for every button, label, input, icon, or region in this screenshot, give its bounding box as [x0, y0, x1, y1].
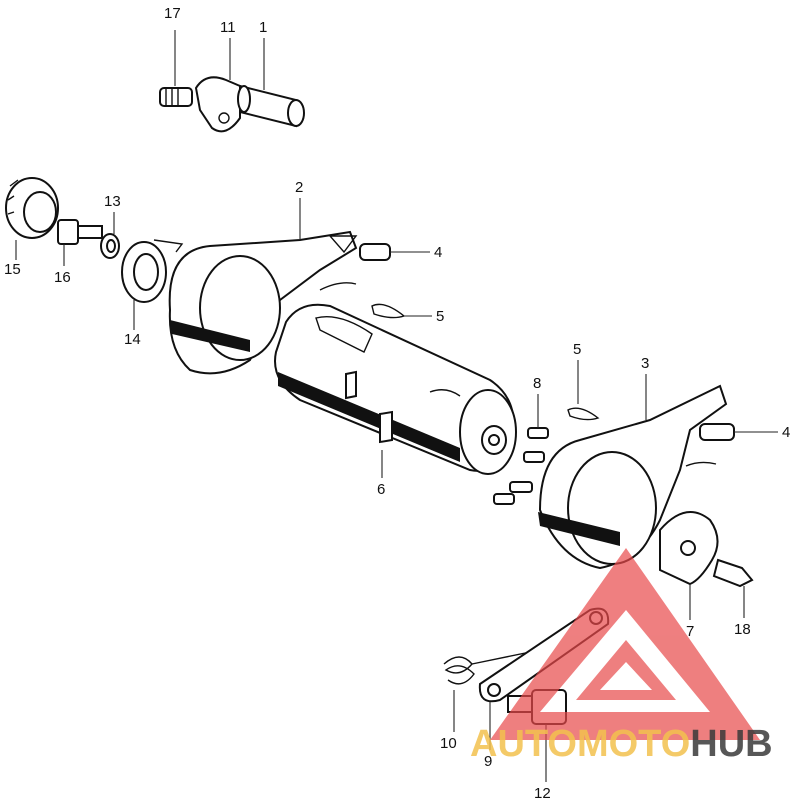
part-15-cap: [5, 177, 59, 239]
callout-15: 15: [4, 261, 21, 278]
part-5-clip-upper: [371, 303, 406, 319]
callout-11: 11: [220, 19, 236, 36]
callout-18: 18: [734, 621, 751, 638]
callout-1: 1: [259, 19, 267, 36]
callout-17: 17: [164, 5, 181, 22]
part-6-shift-drum: [274, 303, 517, 475]
part-5-clip-lower: [567, 407, 600, 421]
part-16-bolt: [57, 219, 103, 245]
watermark-text: AUTOMOTOHUB: [470, 723, 773, 765]
part-3-shift-fork: [538, 384, 728, 570]
callout-12: 12: [534, 785, 551, 802]
callout-14: 14: [124, 331, 141, 348]
callout-4-lower: 4: [782, 424, 790, 441]
part-4-pin-upper: [359, 243, 391, 261]
callout-6: 6: [377, 481, 385, 498]
callout-4-upper: 4: [434, 244, 442, 261]
part-13-washer: [100, 233, 120, 259]
callout-13: 13: [104, 193, 121, 210]
part-1-shaft: [237, 84, 305, 128]
callout-7: 7: [686, 623, 694, 640]
watermark-triangle-icon: [490, 548, 760, 740]
part-17-screw: [159, 87, 193, 107]
watermark-auto: AUTO: [470, 723, 577, 765]
part-11-bracket: [194, 76, 241, 133]
part-14-plate: [121, 239, 184, 303]
callout-8: 8: [533, 375, 541, 392]
watermark-logo: [490, 548, 760, 740]
part-18-screw: [712, 558, 754, 588]
callout-5-lower: 5: [573, 341, 581, 358]
callout-labels: 17 11 1 2 4 13 15 16 14 5 5 3 8 4 6 7 18…: [4, 5, 790, 802]
part-2-shift-fork: [168, 230, 358, 375]
watermark-moto: MOTO: [577, 723, 690, 765]
callout-3: 3: [641, 355, 649, 372]
part-4-pin-lower: [699, 423, 735, 441]
callout-10: 10: [440, 735, 457, 752]
part-8-pins: [493, 427, 549, 505]
callout-16: 16: [54, 269, 71, 286]
callout-2: 2: [295, 179, 303, 196]
callout-5-upper: 5: [436, 308, 444, 325]
watermark-hub: HUB: [690, 723, 772, 765]
leader-lines: [15, 30, 778, 782]
callout-9: 9: [484, 753, 492, 770]
part-7-stopper-plate: [659, 511, 719, 586]
